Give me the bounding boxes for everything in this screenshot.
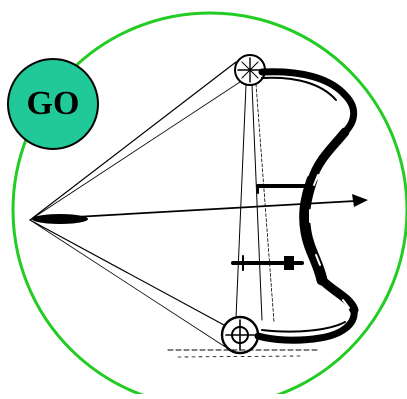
go-button-label: GO: [27, 85, 80, 123]
go-button[interactable]: GO: [7, 58, 99, 150]
arrow-icon: [32, 194, 368, 224]
